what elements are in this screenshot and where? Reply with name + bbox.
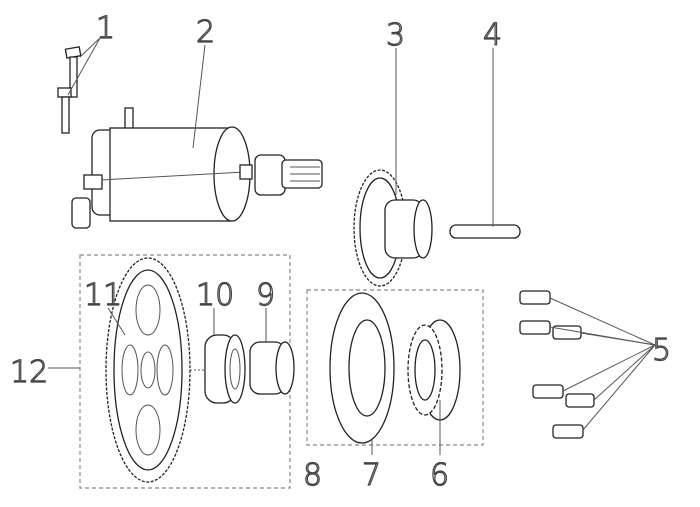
- group-box-12: [79, 254, 291, 489]
- part-7-flange-plate: [329, 292, 395, 444]
- callout-10: 10: [196, 278, 234, 313]
- part-4-shaft: [449, 224, 521, 239]
- callout-9: 9: [256, 278, 275, 313]
- callout-6: 6: [430, 458, 449, 493]
- leader-lines: [48, 37, 656, 455]
- callout-1: 1: [96, 11, 115, 46]
- part-3-idler-gear: [353, 169, 433, 287]
- part-2-starter-motor: [71, 107, 323, 229]
- part-5-screws: [519, 290, 595, 439]
- part-10-bearing: [204, 334, 246, 404]
- callout-5: 5: [652, 333, 671, 368]
- callout-2: 2: [196, 15, 215, 50]
- callout-3: 3: [386, 18, 405, 53]
- part-1-bolts: [57, 46, 82, 134]
- callout-12: 12: [10, 355, 48, 390]
- callout-11: 11: [84, 278, 122, 313]
- group-box-8: [306, 289, 484, 446]
- callout-7: 7: [362, 458, 381, 493]
- callout-8: 8: [303, 458, 322, 493]
- part-6-one-way-clutch: [407, 319, 461, 421]
- part-9-bushing: [249, 341, 295, 395]
- callout-4: 4: [483, 18, 502, 53]
- part-11-starter-driven-gear: [105, 257, 191, 483]
